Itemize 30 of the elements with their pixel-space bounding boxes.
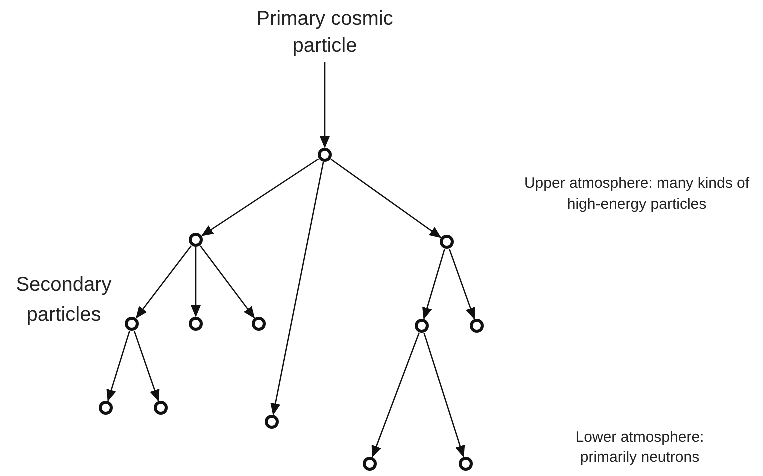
arrow — [134, 330, 160, 402]
particle-circle — [189, 317, 203, 331]
arrow — [270, 162, 324, 416]
arrow — [424, 332, 466, 458]
annotation-text: Upper atmosphere: many kinds of high-energy particles — [523, 174, 751, 215]
particle-circle — [154, 401, 168, 415]
particle-circle — [265, 415, 279, 429]
arrow — [200, 246, 256, 319]
annotation-text: Lower atmosphere: primarily neutrons — [574, 428, 706, 468]
arrow — [422, 249, 446, 320]
arrow — [136, 246, 192, 319]
particle-circle — [99, 401, 113, 415]
arrow — [320, 62, 330, 148]
arrow — [448, 248, 476, 320]
particle-circle — [470, 319, 484, 333]
particle-circle — [363, 457, 377, 471]
particle-circle — [189, 233, 203, 247]
arrow — [372, 332, 420, 458]
particle-circle — [318, 148, 332, 162]
annotation-text: Secondary particles — [15, 273, 113, 328]
particle-label: Primary cosmic particle — [250, 6, 400, 60]
particle-circle — [125, 317, 139, 331]
arrow — [330, 158, 442, 238]
particle-circle — [252, 317, 266, 331]
arrow — [201, 158, 320, 236]
arrow — [191, 248, 201, 318]
arrow — [106, 330, 130, 402]
particle-circle — [459, 457, 473, 471]
particle-circle — [440, 235, 454, 249]
particle-circle — [415, 319, 429, 333]
